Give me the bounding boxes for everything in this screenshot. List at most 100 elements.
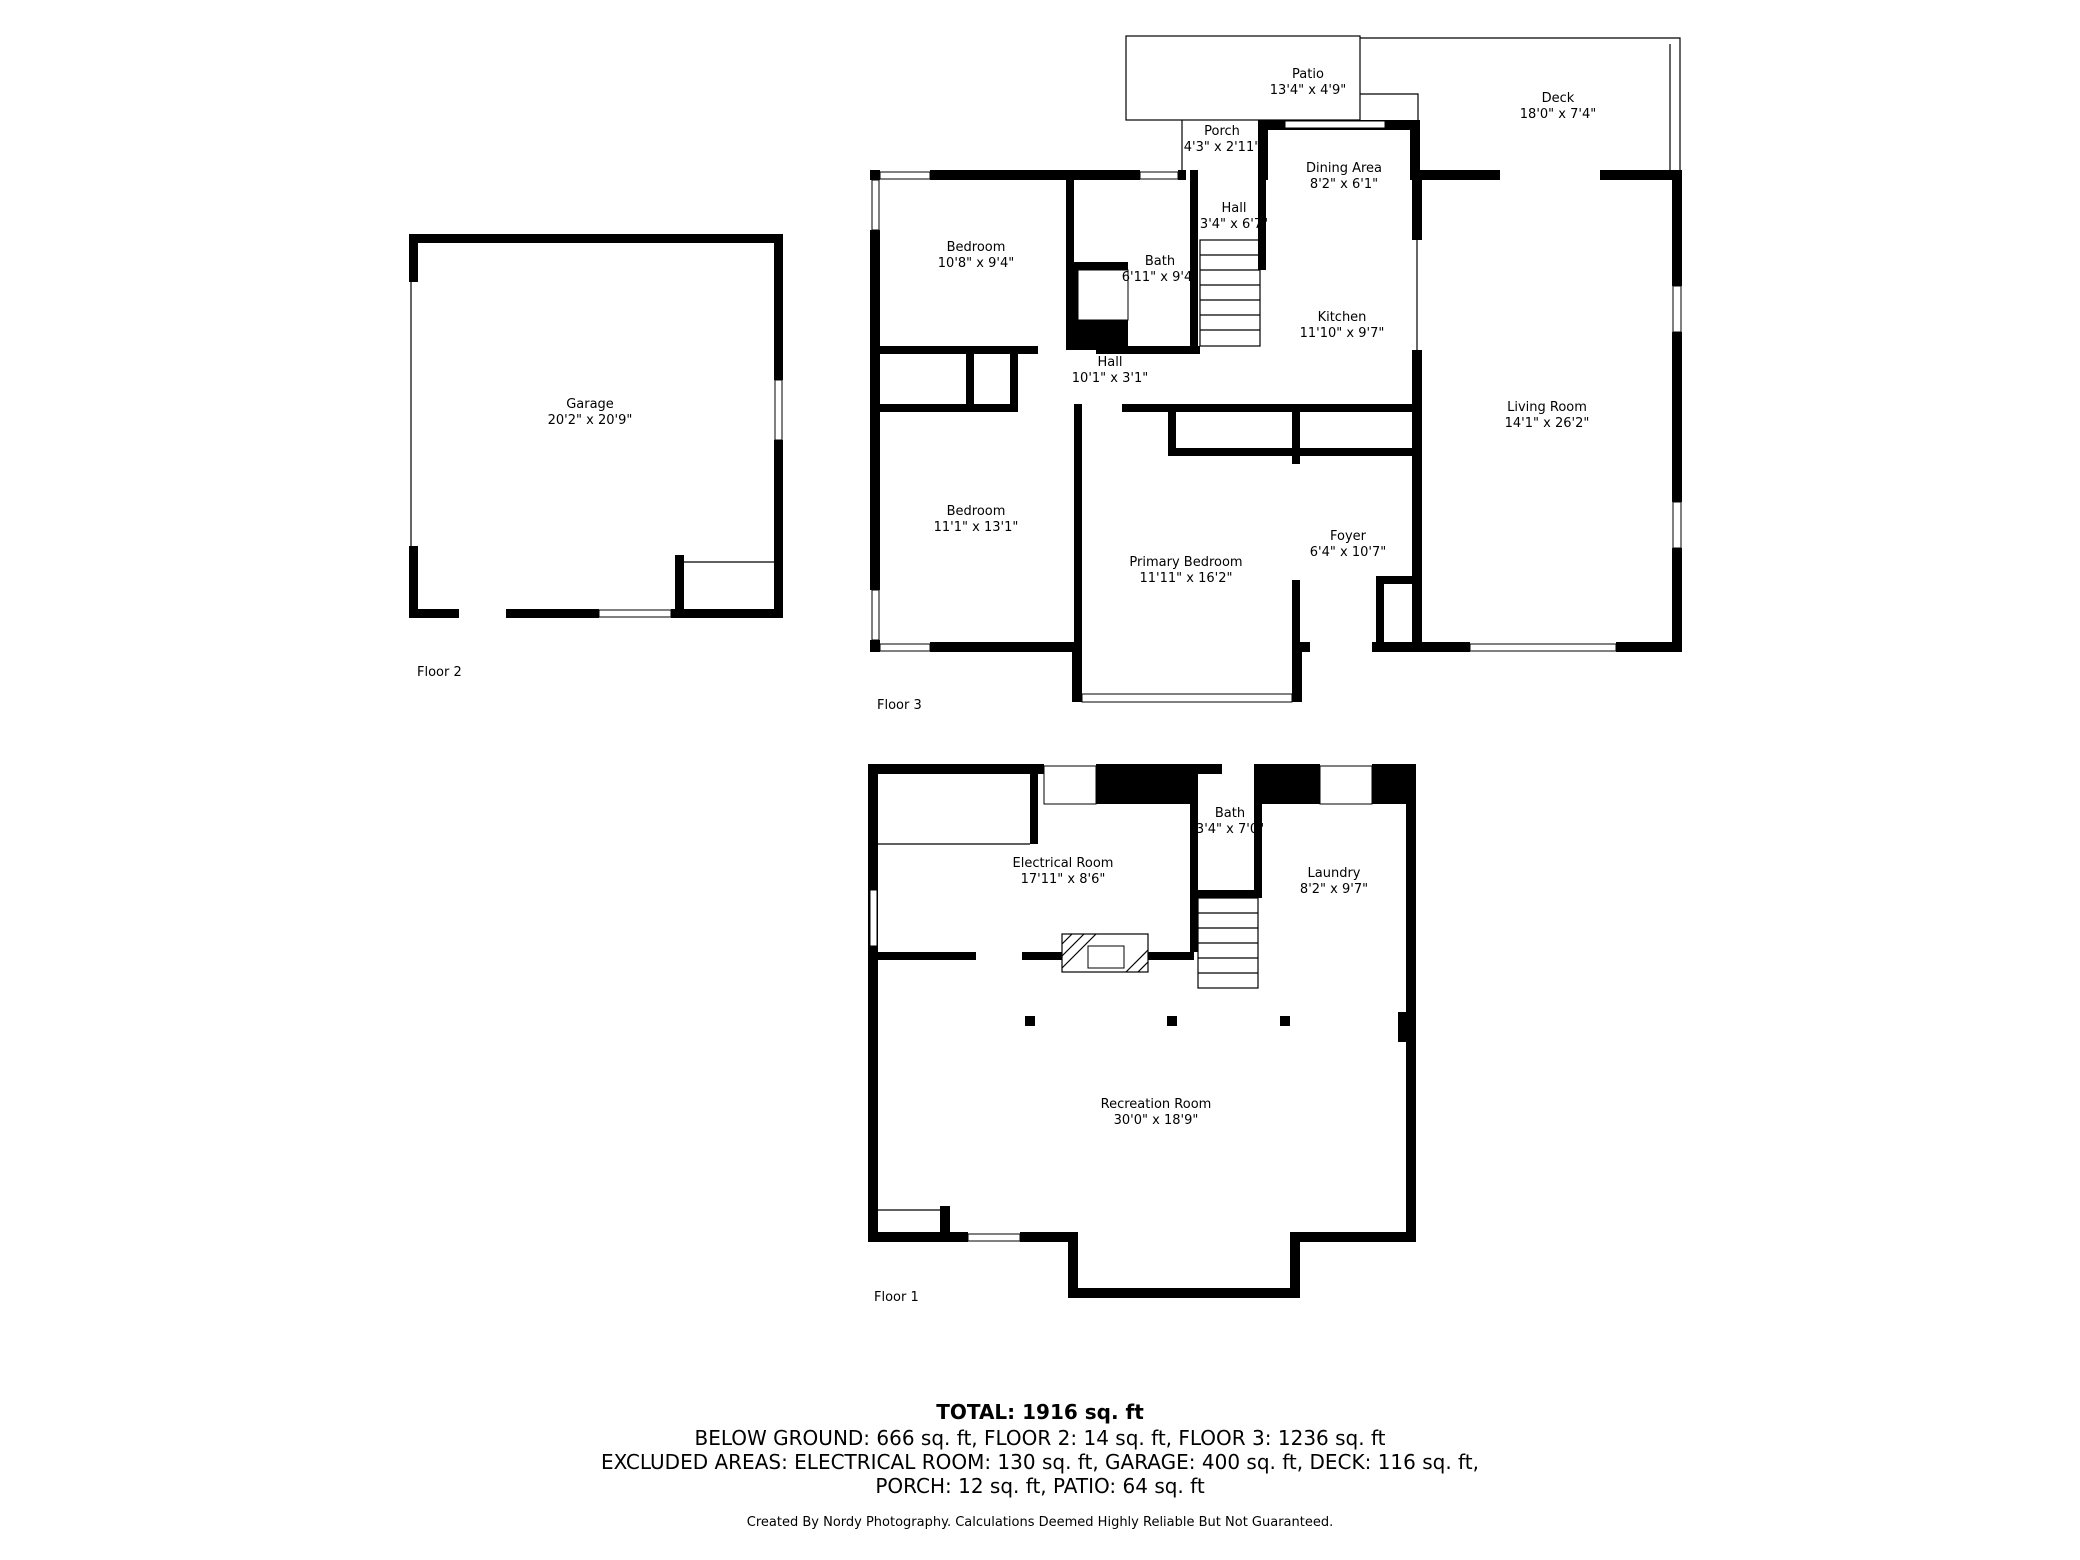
living-dims: 14'1" x 26'2" <box>1505 416 1590 431</box>
garage-name: Garage <box>566 397 614 412</box>
porch-name: Porch <box>1204 124 1240 139</box>
f3-wall-right-b <box>1672 332 1682 502</box>
f1-wall-bottom-left-a <box>868 1232 968 1242</box>
f3-wall-left-b <box>870 230 880 590</box>
bath-upper-dims: 6'11" x 9'4" <box>1122 270 1198 285</box>
deck-outline <box>1360 37 1681 172</box>
patio-outline <box>1125 35 1361 121</box>
floor1-label: Floor 1 <box>874 1290 919 1305</box>
f3-wall-hall-lower-b <box>1122 404 1412 412</box>
garage-wall-bottom-c <box>671 609 783 618</box>
f1-post-3 <box>1280 1016 1290 1026</box>
f1-stairs <box>1197 897 1259 989</box>
f3-window-left-2 <box>871 589 880 641</box>
hall-lower-name: Hall <box>1098 355 1123 370</box>
hall-lower-dims: 10'1" x 3'1" <box>1072 371 1148 386</box>
hall-upper-name: Hall <box>1222 201 1247 216</box>
f3-window-right-2 <box>1672 501 1682 549</box>
f3-wall-left-a <box>870 170 880 180</box>
f3-wall-foyer-closet <box>1376 576 1412 584</box>
f3-wall-right-c <box>1672 548 1682 652</box>
foyer-name: Foyer <box>1330 529 1367 544</box>
garage-wall-bottom-b <box>506 609 599 618</box>
floor1-plan: Bath 3'4" x 7'0" Electrical Room 17'11" … <box>868 764 1416 1305</box>
f3-wall-bottom-living-b <box>1616 642 1680 652</box>
kitchen-name: Kitchen <box>1318 310 1367 325</box>
garage-wall-right-upper <box>774 234 783 380</box>
f3-wall-dining-right <box>1410 120 1420 180</box>
f3-primary-bay-left <box>1072 652 1082 702</box>
f3-wall-bath-hall <box>1190 170 1198 348</box>
deck-dims: 18'0" x 7'4" <box>1520 107 1596 122</box>
bedroom2-dims: 11'1" x 13'1" <box>934 520 1019 535</box>
floor3-plan: Patio 13'4" x 4'9" Deck 18'0" x 7'4" Por… <box>870 35 1682 713</box>
floor3-label: Floor 3 <box>877 698 922 713</box>
f1-wall-elec-right <box>1190 764 1198 952</box>
f1-wall-right <box>1406 764 1416 1242</box>
electrical-dims: 17'11" x 8'6" <box>1021 872 1106 887</box>
f3-wall-closet-c <box>1168 404 1176 456</box>
f1-fireplace <box>1061 933 1149 973</box>
garage-wall-bottom-a <box>409 609 459 618</box>
f3-wall-dining-left <box>1258 120 1268 180</box>
garage-wall-left-upper <box>409 234 418 282</box>
f3-wall-primary-foyer <box>1292 404 1300 464</box>
area-breakdown-line-3: PORCH: 12 sq. ft, PATIO: 64 sq. ft <box>875 1474 1205 1498</box>
f3-window-dining <box>1284 120 1386 129</box>
f1-window-bottom <box>967 1233 1021 1242</box>
credit-note: Created By Nordy Photography. Calculatio… <box>746 1515 1334 1530</box>
hall-upper-dims: 3'4" x 6'7" <box>1200 217 1268 232</box>
f3-window-left-1 <box>871 179 880 231</box>
f3-wall-bottom-foyer <box>1292 642 1310 652</box>
foyer-dims: 6'4" x 10'7" <box>1310 545 1386 560</box>
f3-wall-left-c <box>870 640 880 652</box>
bath-basement-dims: 3'4" x 7'0" <box>1196 822 1264 837</box>
f1-wall-elec-bottom-c <box>1148 952 1194 960</box>
floor2-label: Floor 2 <box>417 665 462 680</box>
f1-window-top-1 <box>1043 765 1097 805</box>
f3-wall-hall-upper-b <box>1096 346 1200 354</box>
f3-window-living-bottom <box>1469 643 1617 652</box>
f3-wall-foyer-closet-b <box>1376 576 1384 652</box>
f1-window-top-2 <box>1319 765 1373 805</box>
f3-wall-top-a <box>930 170 1140 180</box>
primary-name: Primary Bedroom <box>1129 555 1242 570</box>
f1-wall-bottom-left-b <box>1020 1232 1078 1242</box>
kitchen-dims: 11'10" x 9'7" <box>1300 326 1385 341</box>
f1-wall-top-b <box>1096 764 1196 804</box>
f3-window-top-2 <box>1139 171 1179 180</box>
total-area: TOTAL: 1916 sq. ft <box>936 1400 1144 1424</box>
deck-step <box>1360 93 1419 120</box>
recreation-name: Recreation Room <box>1101 1097 1212 1112</box>
f3-primary-bay-right <box>1292 652 1302 702</box>
f1-post-2 <box>1167 1016 1177 1026</box>
deck-name: Deck <box>1542 91 1575 106</box>
bedroom1-dims: 10'8" x 9'4" <box>938 256 1014 271</box>
f3-wall-living-top-b <box>1600 170 1680 180</box>
f1-wall-bath-bottom <box>1198 890 1262 898</box>
dining-dims: 8'2" x 6'1" <box>1310 177 1378 192</box>
f1-wall-bottom-right <box>1290 1232 1416 1242</box>
f3-window-top-1 <box>879 171 931 180</box>
f1-wall-elec-bottom-b <box>1022 952 1062 960</box>
f3-wall-hall-upper <box>878 346 1038 354</box>
f3-stairs <box>1199 239 1261 347</box>
f3-primary-window <box>1081 693 1293 703</box>
bath-upper-name: Bath <box>1145 254 1175 269</box>
garage-window-right <box>774 379 783 441</box>
f1-corner-closet <box>940 1206 950 1242</box>
f3-wall-living-left-a <box>1412 170 1422 240</box>
f1-wall-storage <box>1030 764 1038 844</box>
garage-dims: 20'2" x 20'9" <box>548 413 633 428</box>
f3-wall-bottom-a <box>930 642 1080 652</box>
laundry-dims: 8'2" x 9'7" <box>1300 882 1368 897</box>
recreation-dims: 30'0" x 18'9" <box>1114 1113 1199 1128</box>
bedroom2-name: Bedroom <box>947 504 1006 519</box>
f1-wall-top-d <box>1254 764 1320 804</box>
dining-name: Dining Area <box>1306 161 1382 176</box>
area-breakdown-line-1: BELOW GROUND: 666 sq. ft, FLOOR 2: 14 sq… <box>694 1426 1386 1450</box>
living-name: Living Room <box>1507 400 1587 415</box>
garage-wall-left-lower <box>409 546 418 618</box>
primary-dims: 11'11" x 16'2" <box>1140 571 1233 586</box>
f1-bay-right <box>1290 1232 1300 1298</box>
